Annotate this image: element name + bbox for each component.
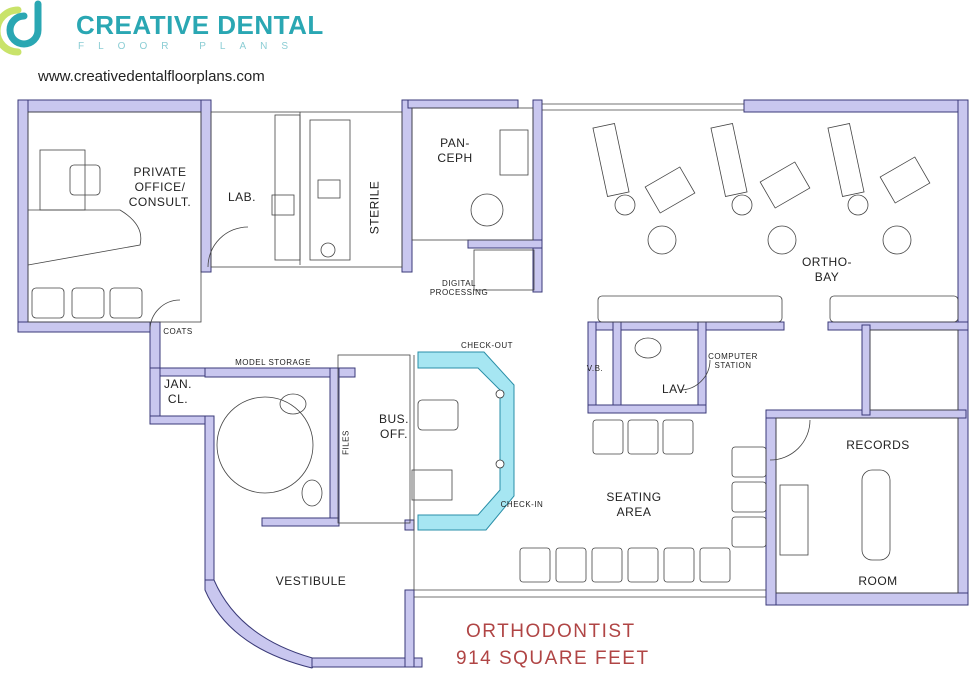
label-vb: V.B. [586, 364, 604, 373]
brand-logo-icon [0, 0, 42, 56]
label-room: ROOM [858, 574, 898, 588]
label-bus-off: BUS. OFF. [378, 412, 409, 441]
label-lab: LAB. [227, 190, 256, 204]
wall-top-mid [407, 99, 519, 109]
wall-bottom-right [765, 592, 969, 606]
wall-bottom-mid [404, 589, 415, 668]
ortho-chair-1 [592, 123, 696, 255]
wall-lab-right [401, 99, 413, 273]
label-model-storage: MODEL STORAGE [235, 358, 311, 367]
wall-top-right [743, 99, 969, 113]
wall-top-left [17, 99, 209, 113]
label-lav: LAV. [661, 382, 689, 396]
wall-computer-left [861, 324, 871, 416]
wall-records-top2 [827, 321, 969, 331]
label-computer-station: COMPUTER STATION [708, 352, 758, 370]
wall-vestibule-curve [204, 579, 321, 669]
label-coats: COATS [163, 327, 193, 336]
label-check-in: CHECK-IN [500, 500, 544, 509]
wall-vestibule-left [204, 415, 215, 587]
wall-left [17, 99, 29, 333]
ortho-chair-2 [710, 123, 811, 255]
label-jan-cl: JAN. CL. [163, 377, 192, 406]
ortho-chair-3 [827, 123, 931, 255]
wall-records-left [765, 409, 777, 606]
brand-title: CREATIVE DENTAL [76, 10, 324, 40]
label-ortho-bay: ORTHO- BAY [801, 255, 853, 284]
label-files: FILES [341, 430, 351, 455]
wall-left-bottom [17, 321, 154, 333]
wall-model-storage [204, 367, 356, 378]
plan-title: ORTHODONTIST [466, 621, 636, 642]
wall-office-right [200, 99, 212, 273]
wall-pan-bottom [467, 239, 543, 249]
wall-lav-bottom [587, 404, 707, 414]
wall-restroom-bottom [261, 517, 340, 527]
label-check-out: CHECK-OUT [460, 341, 514, 350]
plan-square-feet: 914 SQUARE FEET [456, 648, 650, 669]
label-private-office: PRIVATE OFFICE/ CONSULT. [128, 165, 192, 209]
wall-jan-bottom [149, 415, 209, 425]
label-vestibule: VESTIBULE [275, 574, 347, 588]
wall-bus-left [404, 519, 415, 531]
label-seating-area: SEATING AREA [606, 490, 662, 519]
label-sterile: STERILE [367, 180, 382, 235]
wall-vb-right [612, 321, 622, 413]
brand-subtitle: FLOOR PLANS [78, 41, 303, 52]
seating-chairs [519, 419, 767, 583]
label-pan-ceph: PAN- CEPH [437, 136, 473, 165]
wall-bottom-left [311, 657, 423, 668]
label-digital-processing: DIGITAL PROCESSING [429, 279, 489, 297]
reception-counter [417, 351, 515, 531]
website-link[interactable]: www.creativedentalfloorplans.com [38, 68, 265, 85]
label-records: RECORDS [846, 438, 910, 452]
wall-right [957, 99, 969, 606]
